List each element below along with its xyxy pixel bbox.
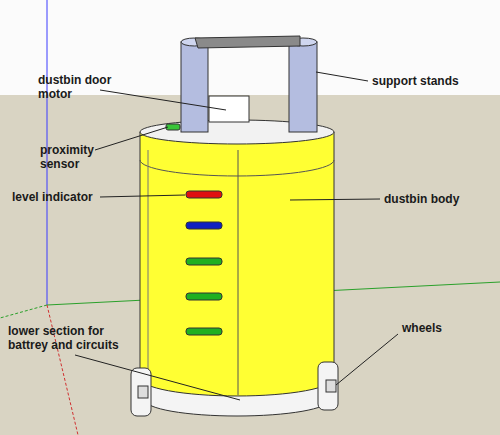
dustbin-body — [140, 132, 334, 396]
wheels-label: wheels — [402, 321, 492, 335]
door-seam — [238, 150, 239, 395]
body-band — [140, 160, 334, 176]
sensor-label: proximity sensor — [40, 143, 110, 171]
proximity-sensor — [166, 124, 180, 130]
level-bar — [186, 328, 222, 335]
body-label: dustbin body — [384, 192, 494, 206]
support-stand — [181, 42, 208, 132]
level-bar — [186, 222, 222, 229]
stands-label: support stands — [372, 74, 492, 88]
leader-lines — [75, 72, 398, 400]
level-bar — [186, 293, 222, 300]
lower-section-label: lower section for battrey and circuits — [8, 324, 120, 352]
ground — [0, 95, 500, 435]
wheel — [318, 362, 338, 410]
motor-label: dustbin door motor — [38, 73, 138, 101]
door-seam — [148, 150, 149, 390]
support-stand — [289, 42, 317, 132]
level-bar — [186, 191, 222, 198]
indicator-label: level indicator — [12, 190, 112, 204]
top-bar — [195, 36, 300, 48]
door-motor — [209, 96, 249, 122]
level-bar — [186, 258, 222, 265]
axis-line — [0, 305, 47, 318]
